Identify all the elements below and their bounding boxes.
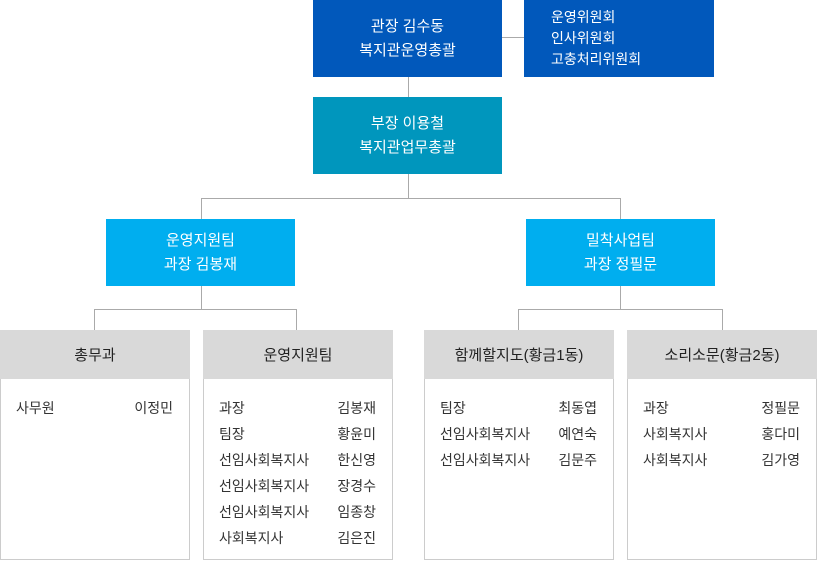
department-title: 운영지원팀 <box>203 330 393 379</box>
member-row: 선임사회복지사 한신영 <box>219 447 376 473</box>
member-name: 예연숙 <box>558 426 597 442</box>
department-title: 함께할지도(황금1동) <box>424 330 614 379</box>
member-row: 선임사회복지사 장경수 <box>219 473 376 499</box>
director-title: 관장 김수동 <box>370 17 445 35</box>
deputy-role: 복지관업무총괄 <box>359 138 456 156</box>
team-box-operations: 운영지원팀 과장 김봉재 <box>106 219 295 286</box>
member-row: 사회복지사 김은진 <box>219 525 376 551</box>
member-row: 사무원 이정민 <box>16 395 173 421</box>
member-role: 선임사회복지사 <box>440 426 531 442</box>
connector <box>408 77 409 97</box>
committee-item: 인사위원회 <box>551 30 616 46</box>
member-row: 사회복지사 홍다미 <box>643 421 800 447</box>
member-name: 최동엽 <box>558 400 597 416</box>
member-name: 이정민 <box>134 400 173 416</box>
member-list: 사무원 이정민 <box>0 379 190 560</box>
member-row: 선임사회복지사 예연숙 <box>440 421 597 447</box>
member-row: 선임사회복지사 김문주 <box>440 447 597 473</box>
team-name: 밀착사업팀 <box>585 231 655 249</box>
member-name: 임종창 <box>337 504 376 520</box>
connector <box>94 309 95 330</box>
member-row: 선임사회복지사 임종창 <box>219 499 376 525</box>
connector <box>620 198 621 219</box>
member-row: 과장 정필문 <box>643 395 800 421</box>
connector <box>94 309 297 310</box>
member-name: 정필문 <box>761 400 800 416</box>
member-name: 김문주 <box>558 452 597 468</box>
deputy-box: 부장 이용철 복지관업무총괄 <box>313 97 502 174</box>
connector <box>518 309 519 330</box>
member-name: 한신영 <box>337 452 376 468</box>
team-leader: 과장 김봉재 <box>163 255 238 273</box>
connector <box>201 198 621 199</box>
member-row: 팀장 최동엽 <box>440 395 597 421</box>
member-name: 김봉재 <box>337 400 376 416</box>
member-row: 사회복지사 김가영 <box>643 447 800 473</box>
committee-item: 고충처리위원회 <box>551 51 642 67</box>
connector <box>620 286 621 309</box>
director-box: 관장 김수동 복지관운영총괄 <box>313 0 502 77</box>
member-role: 과장 <box>643 400 669 416</box>
member-role: 선임사회복지사 <box>219 478 310 494</box>
department-title: 총무과 <box>0 330 190 379</box>
member-role: 사회복지사 <box>219 530 284 546</box>
department-title: 소리소문(황금2동) <box>627 330 817 379</box>
director-role: 복지관운영총괄 <box>359 41 456 59</box>
team-name: 운영지원팀 <box>165 231 235 249</box>
member-name: 홍다미 <box>761 426 800 442</box>
committee-box: 운영위원회 인사위원회 고충처리위원회 <box>524 0 714 77</box>
member-role: 선임사회복지사 <box>219 504 310 520</box>
member-role: 사회복지사 <box>643 452 708 468</box>
member-role: 선임사회복지사 <box>440 452 531 468</box>
member-role: 과장 <box>219 400 245 416</box>
member-name: 황윤미 <box>337 426 376 442</box>
member-role: 사회복지사 <box>643 426 708 442</box>
member-name: 장경수 <box>337 478 376 494</box>
member-role: 팀장 <box>440 400 466 416</box>
member-name: 김은진 <box>337 530 376 546</box>
member-role: 팀장 <box>219 426 245 442</box>
connector <box>518 309 723 310</box>
member-row: 팀장 황윤미 <box>219 421 376 447</box>
committee-item: 운영위원회 <box>551 9 616 25</box>
member-role: 선임사회복지사 <box>219 452 310 468</box>
connector <box>201 286 202 309</box>
member-role: 사무원 <box>16 400 55 416</box>
connector <box>502 37 524 38</box>
team-leader: 과장 정필문 <box>583 255 658 273</box>
member-row: 과장 김봉재 <box>219 395 376 421</box>
member-name: 김가영 <box>761 452 800 468</box>
connector <box>296 309 297 330</box>
connector <box>408 174 409 198</box>
deputy-title: 부장 이용철 <box>370 114 445 132</box>
team-box-outreach: 밀착사업팀 과장 정필문 <box>526 219 715 286</box>
connector <box>201 198 202 219</box>
connector <box>722 309 723 330</box>
